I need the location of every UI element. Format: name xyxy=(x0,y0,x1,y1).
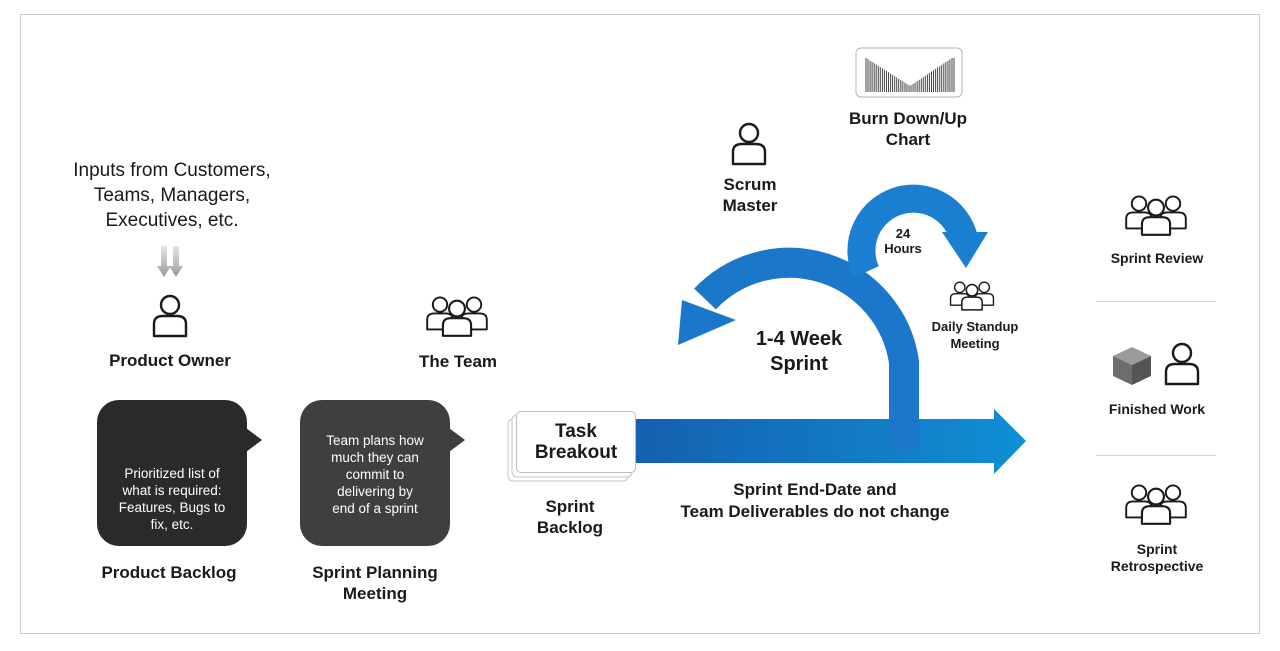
daily-loop-arrow xyxy=(847,184,979,278)
team-group-icon xyxy=(427,297,487,335)
down-arrows-icon xyxy=(157,246,183,277)
diagram-frame xyxy=(20,14,1260,634)
team-label: The Team xyxy=(418,352,498,371)
finished-work-cube-icon xyxy=(1113,347,1151,385)
daily-standup-group-icon xyxy=(951,282,994,310)
inputs-text: Inputs from Customers, Teams, Managers, … xyxy=(73,160,271,231)
product-backlog-description: Prioritized list of what is required: Fe… xyxy=(118,466,226,532)
retrospective-group-icon xyxy=(1126,485,1186,523)
product-backlog-box xyxy=(97,400,247,546)
burn-down-chart-icon xyxy=(855,47,963,98)
burn-down-label: Burn Down/Up Chart xyxy=(848,109,968,149)
right-divider-top xyxy=(1096,301,1216,302)
product-owner-label: Product Owner xyxy=(109,351,231,370)
right-divider-bottom xyxy=(1096,455,1216,456)
finished-work-label: Finished Work xyxy=(1108,401,1206,417)
scrum-master-person-icon xyxy=(731,122,767,166)
sprint-planning-label: Sprint Planning Meeting xyxy=(312,563,438,603)
task-breakout-card xyxy=(516,411,636,473)
daily-standup-label: Daily Standup Meeting xyxy=(931,319,1019,351)
sprint-review-group-icon xyxy=(1126,196,1186,234)
sprint-loop-arrowhead xyxy=(678,300,736,345)
sprint-planning-pointer xyxy=(449,428,465,452)
daily-loop-arrowhead xyxy=(942,232,988,268)
sprint-review-label: Sprint Review xyxy=(1110,250,1204,266)
scrum-master-label: Scrum Master xyxy=(722,175,778,215)
task-breakout-text: Task Breakout xyxy=(534,421,618,463)
daily-cycle-hours: 24 Hours xyxy=(884,226,922,256)
product-backlog-label: Product Backlog xyxy=(101,563,237,582)
product-backlog-pointer xyxy=(246,428,262,452)
sprint-cycle-text: 1-4 Week Sprint xyxy=(755,328,843,375)
product-owner-person-icon xyxy=(152,294,188,338)
finished-work-person-icon xyxy=(1164,342,1200,386)
sprint-end-note: Sprint End-Date and Team Deliverables do… xyxy=(680,480,950,521)
sprint-planning-box xyxy=(300,400,450,546)
sprint-planning-description: Team plans how much they can commit to d… xyxy=(326,433,424,516)
sprint-flow-arrow xyxy=(636,409,1026,474)
sprint-backlog-label: Sprint Backlog xyxy=(536,497,604,537)
sprint-loop-arrow xyxy=(694,247,919,449)
retrospective-label: Sprint Retrospective xyxy=(1110,541,1204,574)
